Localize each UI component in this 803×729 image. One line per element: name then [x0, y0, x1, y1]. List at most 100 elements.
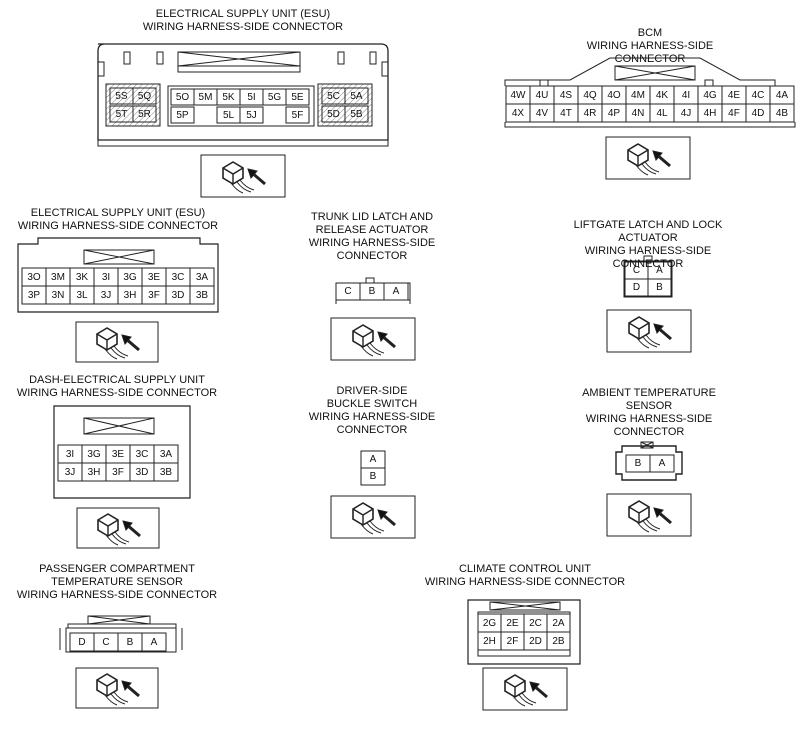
connector-view-arrow-icon	[352, 502, 374, 526]
esu-5-housing	[97, 43, 389, 141]
connector-view-box	[606, 493, 692, 537]
pin-label: 3G	[87, 448, 101, 460]
connector-view-arrow-icon	[122, 520, 133, 531]
pin-cell	[153, 462, 179, 482]
pin-label: 4R	[583, 107, 597, 119]
pin-label: C	[632, 265, 641, 276]
pin-label: 4K	[655, 89, 669, 101]
pin-label: 2A	[552, 617, 565, 629]
connector-view-arrow-icon	[96, 673, 118, 697]
connector-view-arrow-icon	[529, 681, 540, 692]
pin-label: 3H	[87, 466, 101, 478]
connector-view-arrow-icon	[222, 167, 244, 184]
pin-label: 4I	[681, 89, 691, 101]
passenger-title: PASSENGER COMPARTMENT TEMPERATURE SENSOR…	[16, 563, 218, 601]
pin-label: 5M	[198, 91, 213, 103]
lock-tab	[83, 417, 155, 435]
trunk-housing	[335, 300, 411, 304]
pin-label: 2G	[482, 617, 497, 629]
lock-tab	[489, 601, 561, 611]
esu-5-housing	[97, 140, 389, 147]
connector-view-arrow-icon	[628, 500, 650, 524]
connector-view-box	[605, 136, 691, 180]
lock-tab	[83, 249, 155, 265]
lock-tab	[614, 65, 696, 81]
pin-label: 4F	[728, 107, 740, 119]
pin-cell	[285, 106, 310, 124]
lock-tab	[87, 615, 151, 625]
pin-label: 4W	[510, 89, 526, 101]
pin-label: 4N	[631, 107, 645, 119]
pin-label: 4S	[559, 89, 573, 101]
pin-cell	[344, 105, 369, 123]
pin-label: 4Q	[583, 89, 597, 101]
lock-tab	[83, 249, 155, 265]
pin-label: 2B	[552, 635, 565, 647]
connector-view-arrow-icon	[105, 531, 130, 546]
connector-view-box	[330, 317, 416, 361]
connector-view-arrow-icon	[653, 507, 664, 518]
housing-notch	[156, 51, 164, 65]
housing-notch	[381, 61, 389, 77]
pin-label: B	[369, 471, 377, 482]
connector-view-arrow-icon	[636, 334, 661, 349]
lock-tab	[177, 51, 301, 67]
dash-esu-title: DASH-ELECTRICAL SUPPLY UNIT WIRING HARNE…	[16, 374, 218, 399]
connector-view-arrow-icon	[652, 150, 663, 161]
pin-label: 4B	[775, 107, 789, 119]
connector-view-arrow-icon	[352, 508, 374, 525]
pin-label: 3F	[112, 466, 124, 478]
pin-label: 3I	[65, 448, 75, 460]
connector-view-arrow-icon	[636, 518, 661, 533]
pin-label: 5O	[175, 91, 190, 103]
lock-tab	[640, 441, 654, 449]
pin-label: A	[656, 265, 663, 276]
pin-label: C	[102, 636, 110, 648]
pin-label: 3G	[123, 271, 137, 283]
pin-cell	[239, 106, 264, 124]
pin-label: 2F	[506, 635, 519, 647]
liftgate-housing	[623, 260, 673, 298]
ambient-title: AMBIENT TEMPERATURE SENSOR WIRING HARNES…	[582, 387, 716, 438]
esu-3-housing	[17, 237, 219, 313]
pin-cell	[344, 87, 369, 105]
connector-view-arrow-icon	[352, 324, 374, 348]
bcm-housing	[504, 122, 796, 128]
connector-view-box	[76, 507, 160, 549]
lock-tab	[177, 51, 301, 67]
connector-view-arrow-icon	[97, 513, 119, 537]
connector-view-box	[75, 321, 159, 363]
pin-label: 4P	[607, 107, 621, 119]
pin-cell	[170, 106, 195, 124]
connector-view-box	[200, 154, 286, 198]
connector-view-arrow-icon	[377, 509, 388, 520]
climate-housing	[467, 599, 581, 665]
connector-view-arrow-icon	[247, 168, 258, 179]
pin-label: 5L	[222, 109, 235, 121]
pin-cell	[360, 467, 386, 486]
housing-notch	[369, 51, 377, 65]
pin-label: 5P	[176, 109, 189, 121]
pin-label: 4G	[703, 89, 717, 101]
connector-view-arrow-icon	[360, 520, 385, 535]
connector-view-arrow-icon	[121, 680, 132, 691]
connector-view-arrow-icon	[504, 674, 526, 698]
connector-view-box	[482, 667, 568, 711]
pin-block	[167, 85, 315, 127]
pin-cell	[132, 105, 157, 123]
connector-view-arrow-icon	[512, 692, 537, 707]
connector-view-arrow-icon	[360, 342, 385, 357]
pin-label: B	[656, 282, 663, 293]
pin-label: A	[369, 454, 377, 465]
pin-label: 3E	[111, 448, 125, 460]
pin-label: 4O	[607, 89, 621, 101]
pin-label: 3H	[123, 289, 137, 301]
passenger-rail	[67, 623, 177, 629]
connector-view-arrow-icon	[96, 327, 118, 351]
housing-notch	[97, 61, 105, 77]
pin-label: 3O	[27, 271, 41, 283]
connector-view-arrow-icon	[96, 679, 118, 696]
pin-label: 3A	[195, 271, 209, 283]
pin-label: 3K	[75, 271, 89, 283]
